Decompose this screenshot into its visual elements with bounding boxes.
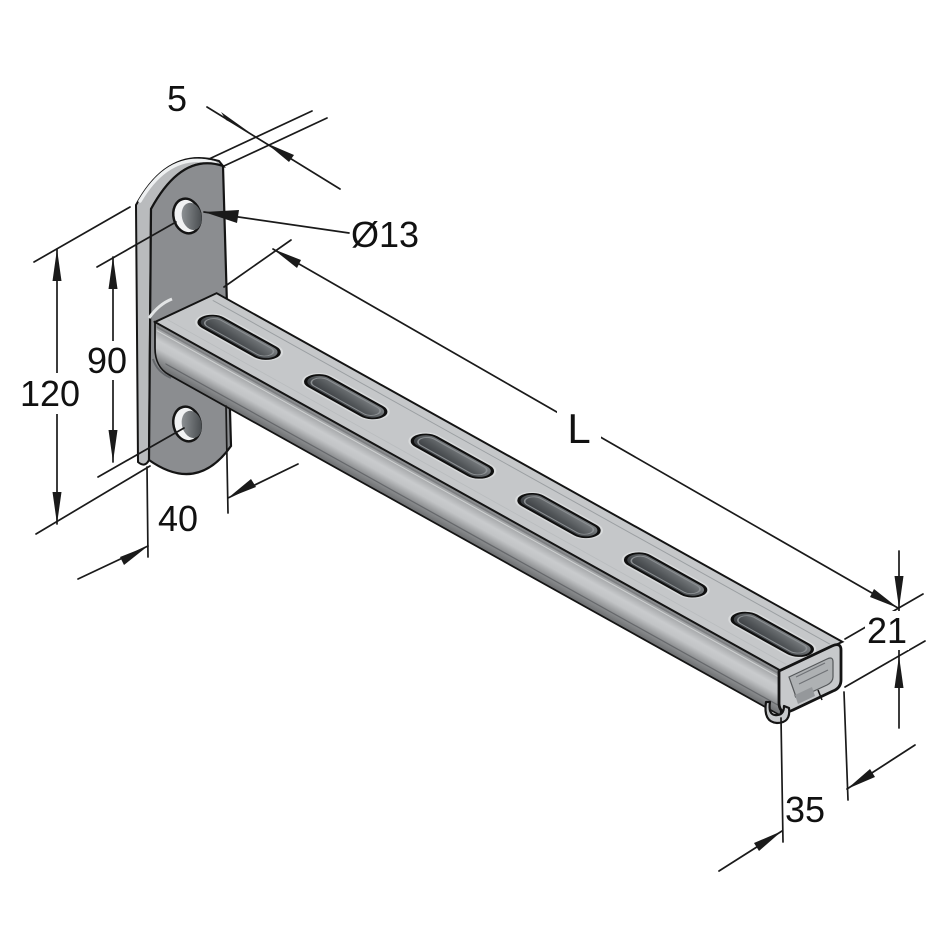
channel-front-face (154, 320, 782, 718)
plate-edge-highlight (138, 158, 217, 203)
dim-label-channel-width: 35 (785, 789, 825, 830)
plate-hole-top (171, 197, 203, 235)
mask-120 (20, 373, 79, 414)
mask-L (557, 403, 601, 451)
plate-hole-bottom (171, 405, 203, 443)
channel-end-face (764, 643, 843, 725)
channel-top-face (152, 292, 845, 672)
dim-label-arm-length: L (567, 405, 590, 452)
mask-90 (85, 341, 129, 380)
channel-slot (621, 551, 710, 599)
mask-21 (865, 611, 909, 650)
weld-fillet-top (147, 297, 173, 319)
dim-label-channel-height: 21 (867, 610, 907, 651)
dim-label-hole-diameter: Ø13 (351, 214, 419, 255)
channel-slot (408, 432, 497, 480)
dim-label-plate-thickness: 5 (167, 78, 187, 119)
dim-label-hole-spacing: 90 (87, 340, 127, 381)
dim-label-plate-height: 120 (20, 373, 80, 414)
channel-slot (515, 491, 603, 540)
dim-label-plate-width: 40 (158, 498, 198, 539)
channel-slot (301, 372, 390, 421)
channel-lip-front (764, 700, 791, 725)
channel-slot (195, 313, 284, 362)
weld-fillet-bottom (152, 358, 172, 379)
